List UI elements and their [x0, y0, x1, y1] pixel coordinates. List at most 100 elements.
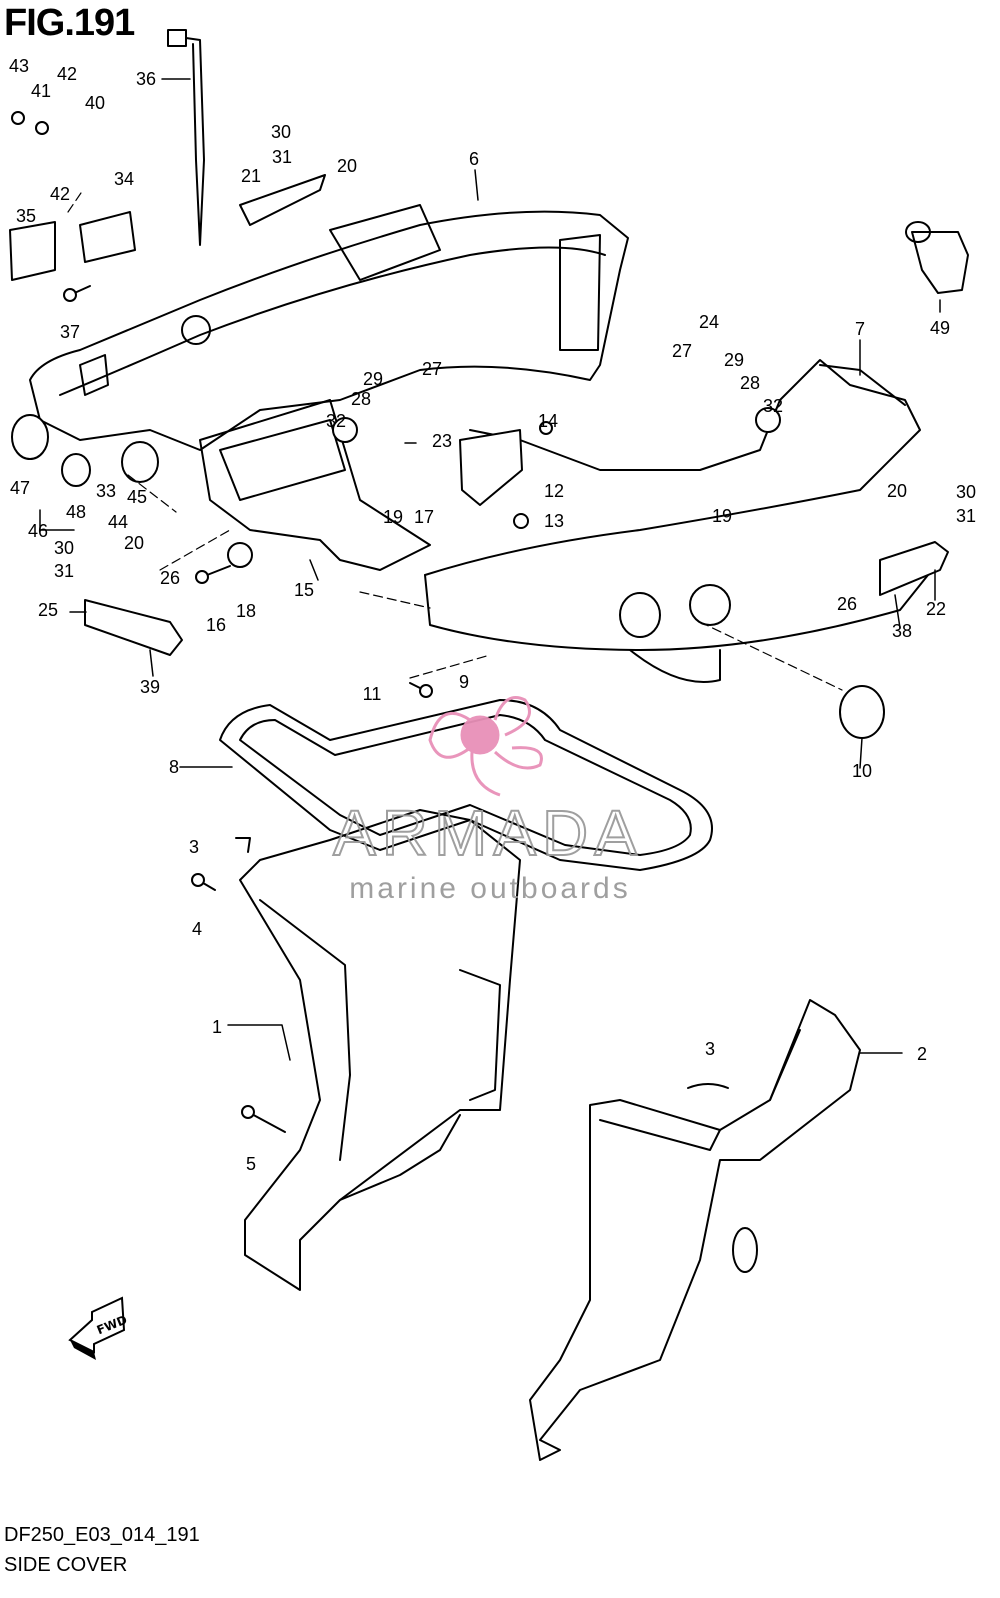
- callout-24: 24: [699, 312, 719, 332]
- part-48-cap: [61, 453, 91, 487]
- bolt-16: [195, 565, 231, 584]
- callout-29: 29: [724, 350, 744, 370]
- callout-46: 46: [28, 521, 48, 541]
- callout-30: 30: [956, 482, 976, 502]
- callout-38: 38: [892, 621, 912, 641]
- callout-29: 29: [363, 369, 383, 389]
- part-34-bracket: [79, 211, 136, 263]
- callout-30: 30: [54, 538, 74, 558]
- callout-5: 5: [246, 1154, 256, 1174]
- fwd-arrow: FWD: [68, 1296, 129, 1360]
- callout-31: 31: [956, 506, 976, 526]
- part-2-lower-cover-starboard: [529, 999, 861, 1461]
- callout-49: 49: [930, 318, 950, 338]
- part-36-tie-band: [167, 29, 205, 246]
- part-15-bracket: [199, 399, 431, 571]
- callout-13: 13: [544, 511, 564, 531]
- callout-26: 26: [160, 568, 180, 588]
- bolt-4: [191, 873, 216, 891]
- callout-48: 48: [66, 502, 86, 522]
- callout-27: 27: [422, 359, 442, 379]
- watermark: ARMADA marine outboards: [332, 696, 643, 905]
- callout-28: 28: [740, 373, 760, 393]
- clip-3a: [235, 837, 251, 853]
- dashed-alignment-lines: [67, 189, 843, 691]
- nut-13: [513, 513, 529, 529]
- callout-44: 44: [108, 512, 128, 532]
- callout-21: 21: [241, 166, 261, 186]
- callout-4: 4: [192, 919, 202, 939]
- callout-18: 18: [236, 601, 256, 621]
- callout-19: 19: [712, 506, 732, 526]
- callout-17: 17: [414, 507, 434, 527]
- callout-1: 1: [212, 1017, 222, 1037]
- callout-31: 31: [54, 561, 74, 581]
- callout-2: 2: [917, 1044, 927, 1064]
- part-12-bracket: [459, 429, 523, 506]
- screw-14: [539, 421, 553, 435]
- callout-28: 28: [351, 389, 371, 409]
- part-1-lower-cover-port: [239, 809, 521, 1291]
- callout-14: 14: [538, 411, 558, 431]
- callout-6: 6: [469, 149, 479, 169]
- callout-25: 25: [38, 600, 58, 620]
- callout-23: 23: [432, 431, 452, 451]
- part-32-grommet-b: [755, 407, 781, 433]
- callout-20: 20: [124, 533, 144, 553]
- callout-20: 20: [887, 481, 907, 501]
- propeller-logo: [428, 696, 543, 797]
- part-22-handle: [879, 541, 949, 596]
- part-32-grommet-a: [332, 417, 358, 443]
- callout-41: 41: [31, 81, 51, 101]
- callout-31: 31: [272, 147, 292, 167]
- callout-45: 45: [127, 487, 147, 507]
- callout-16: 16: [206, 615, 226, 635]
- callout-20: 20: [337, 156, 357, 176]
- part-10-cap: [839, 685, 885, 739]
- bolt-11: [409, 682, 433, 698]
- callout-34: 34: [114, 169, 134, 189]
- part-47-grommet: [11, 414, 49, 460]
- callout-7: 7: [855, 319, 865, 339]
- clip-3b: [687, 1083, 729, 1089]
- leader-lines: [39, 78, 941, 1061]
- callout-3: 3: [189, 837, 199, 857]
- callout-33: 33: [96, 481, 116, 501]
- callout-43: 43: [9, 56, 29, 76]
- part-35-plate: [9, 221, 56, 281]
- bolt-37: [63, 285, 91, 302]
- callout-42: 42: [57, 64, 77, 84]
- part-49-plug: [905, 221, 969, 294]
- callout-35: 35: [16, 206, 36, 226]
- figure-title: FIG.191: [4, 2, 135, 44]
- callout-40: 40: [85, 93, 105, 113]
- callout-32: 32: [326, 411, 346, 431]
- watermark-brand: ARMADA: [333, 797, 643, 869]
- callout-30: 30: [271, 122, 291, 142]
- washer-41: [35, 121, 49, 135]
- figure-name: SIDE COVER: [4, 1554, 128, 1576]
- callout-3: 3: [705, 1039, 715, 1059]
- callout-22: 22: [926, 599, 946, 619]
- callout-26: 26: [837, 594, 857, 614]
- bolt-43: [11, 111, 25, 125]
- callout-39: 39: [140, 677, 160, 697]
- callout-32: 32: [763, 396, 783, 416]
- part-6-upper-cover-port: [29, 204, 629, 451]
- part-33-grommet: [121, 441, 159, 483]
- watermark-tagline: marine outboards: [349, 872, 630, 905]
- callout-12: 12: [544, 481, 564, 501]
- callout-9: 9: [459, 672, 469, 692]
- part-7-upper-cover-starboard: [424, 359, 941, 683]
- callout-47: 47: [10, 478, 30, 498]
- callout-37: 37: [60, 322, 80, 342]
- callout-8: 8: [169, 757, 179, 777]
- figure-code: DF250_E03_014_191: [4, 1524, 200, 1546]
- callout-27: 27: [672, 341, 692, 361]
- callout-36: 36: [136, 69, 156, 89]
- part-18-grommet: [227, 542, 253, 568]
- callout-10: 10: [852, 761, 872, 781]
- part-25-handle: [84, 599, 183, 656]
